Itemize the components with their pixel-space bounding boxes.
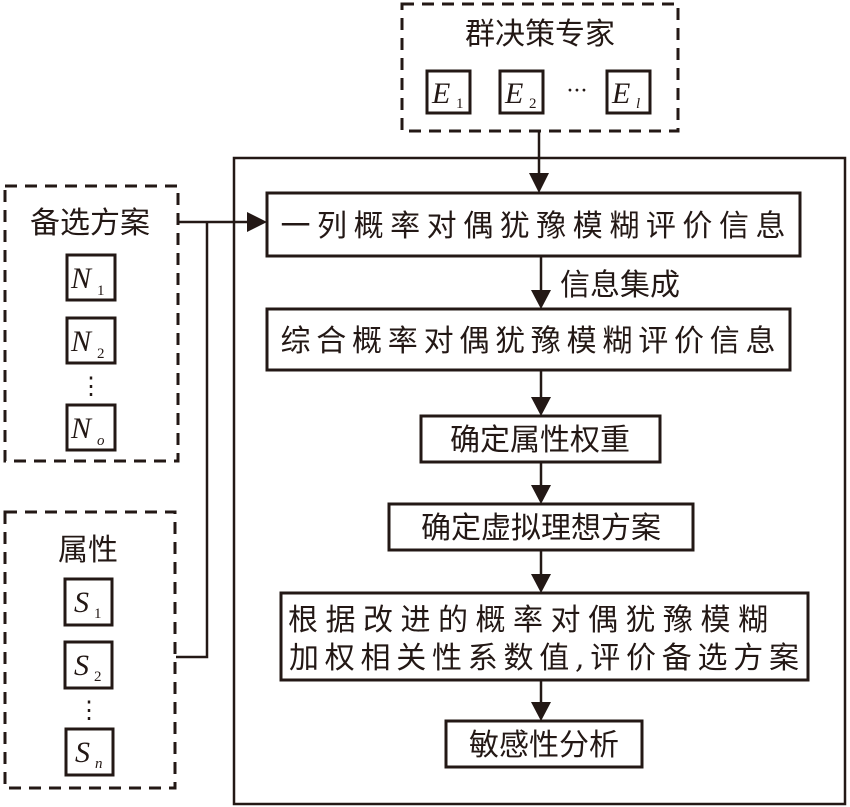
experts-ellipsis: ··· [567, 79, 588, 104]
alternative-n1-var: N [70, 262, 93, 295]
step-4: 确定虚拟理想方案 [387, 502, 695, 552]
step-6-box [444, 719, 644, 769]
attribute-sn-box [64, 727, 115, 777]
step-1: 一列概率对偶犹豫模糊评价信息 [265, 191, 802, 258]
arrow-head [531, 397, 551, 416]
alternatives-dashed-box [3, 184, 180, 463]
step-2: 综合概率对偶犹豫模糊评价信息 [265, 307, 792, 372]
expert-el-box [605, 69, 652, 115]
alternative-no-sub: o [97, 433, 105, 449]
expert-el-var: E [611, 77, 630, 110]
arrow-head [531, 290, 551, 309]
connector-attributes [176, 222, 209, 659]
arrow-head [531, 574, 551, 593]
attributes-title: 属性 [58, 533, 118, 568]
step-6-label: 敏感性分析 [469, 728, 619, 763]
step-5-label-line2: 加权相关性系数值,评价备选方案 [289, 641, 799, 676]
alternatives-title: 备选方案 [30, 206, 150, 241]
expert-el-sub: l [636, 96, 640, 112]
expert-el: E l [605, 69, 652, 115]
alternative-n1: N 1 [65, 253, 117, 302]
attribute-s2-box [63, 640, 114, 690]
expert-e1-var: E [431, 77, 450, 110]
alternative-no-box [65, 403, 117, 452]
arrow-head [531, 485, 551, 504]
step-4-label: 确定虚拟理想方案 [421, 511, 661, 546]
attributes-group: 属性 S 1 S 2 ⋮ S n [3, 510, 177, 790]
arrow-head [247, 212, 267, 232]
attribute-sn-sub: n [95, 756, 103, 772]
step-3: 确定属性权重 [419, 414, 662, 464]
alternative-no: N o [65, 403, 117, 452]
step-5-box [279, 591, 810, 682]
alternative-n1-sub: 1 [97, 283, 105, 299]
attribute-s2-sub: 2 [94, 669, 102, 685]
alternative-n2-var: N [70, 325, 93, 358]
expert-e1-sub: 1 [456, 96, 464, 112]
attributes-ellipsis: ⋮ [77, 696, 101, 724]
alternatives-ellipsis: ⋮ [79, 372, 103, 400]
step-5: 根据改进的概率对偶犹豫模糊 加权相关性系数值,评价备选方案 [279, 591, 810, 682]
expert-e2-box [498, 69, 545, 115]
step-5-label-line1: 根据改进的概率对偶犹豫模糊 [288, 603, 768, 638]
connectors [176, 131, 551, 721]
alternative-n2-sub: 2 [97, 346, 105, 362]
step-3-label: 确定属性权重 [450, 423, 630, 458]
experts-title: 群决策专家 [465, 17, 615, 52]
attribute-s1: S 1 [63, 577, 114, 627]
step-2-box [265, 307, 792, 372]
alternative-n2: N 2 [65, 316, 117, 365]
alternatives-group: 备选方案 N 1 N 2 ⋮ N o [3, 184, 180, 463]
attribute-sn: S n [64, 727, 115, 777]
expert-e1-box [425, 69, 472, 115]
expert-e2-sub: 2 [529, 96, 537, 112]
attribute-s1-sub: 1 [94, 606, 102, 622]
alternative-n2-box [65, 316, 117, 365]
attribute-s2: S 2 [63, 640, 114, 690]
attribute-sn-var: S [75, 736, 90, 769]
attributes-dashed-box [3, 510, 177, 790]
edge-label-integration: 信息集成 [560, 268, 680, 303]
attribute-s2-var: S [74, 649, 89, 682]
expert-e2: E 2 [498, 69, 545, 115]
step-1-box [265, 191, 802, 258]
alternative-n1-box [65, 253, 117, 302]
step-6: 敏感性分析 [444, 719, 644, 769]
arrow-head [531, 702, 551, 721]
step-4-box [387, 502, 695, 552]
attribute-s1-box [63, 577, 114, 627]
expert-e1: E 1 [425, 69, 472, 115]
arrow-head [529, 173, 549, 193]
experts-group: 群决策专家 E 1 E 2 ··· E l [400, 2, 680, 133]
alternative-no-var: N [70, 412, 93, 445]
attribute-s1-var: S [74, 586, 89, 619]
step-3-box [419, 414, 662, 464]
expert-e2-var: E [504, 77, 523, 110]
